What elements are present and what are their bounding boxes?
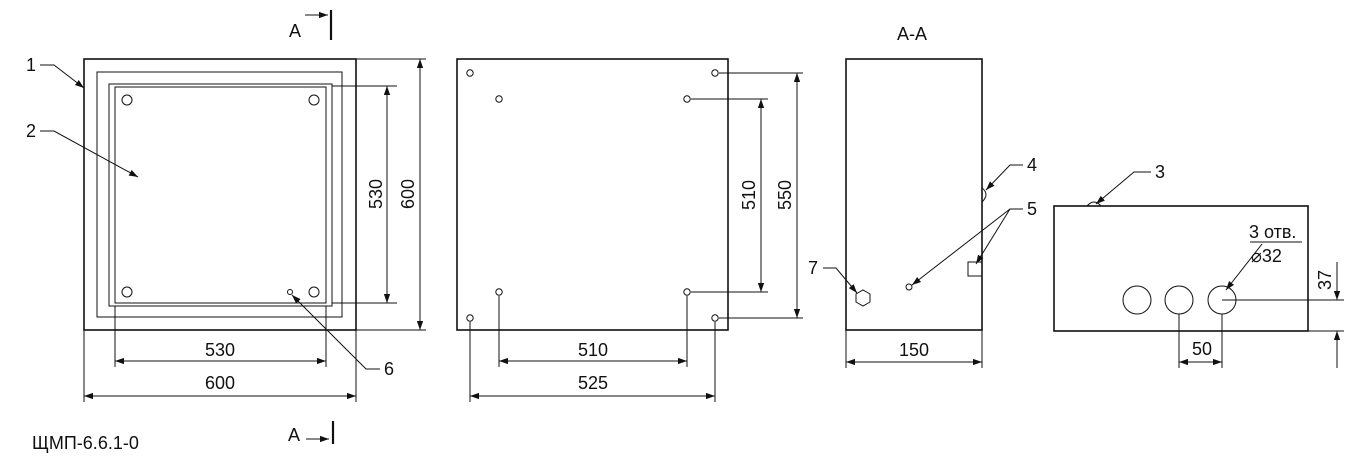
panel-hole — [308, 94, 320, 106]
back-enclosure-outline — [456, 58, 729, 331]
dim-front-inner-height: 530 — [366, 179, 386, 209]
callout-7-label: 7 — [808, 258, 818, 278]
section-mark-bottom-label: А — [288, 425, 300, 445]
back-hole — [495, 95, 503, 103]
back-hole — [683, 288, 691, 296]
section-mark-top-label: А — [289, 21, 301, 41]
callout-6-label: 6 — [384, 359, 394, 379]
lock-shape — [967, 261, 983, 277]
hole-diameter: ⌀32 — [1251, 246, 1282, 266]
cable-hole — [1164, 285, 1194, 315]
front-enclosure-outline — [83, 58, 357, 331]
back-hole — [683, 95, 691, 103]
back-hole — [466, 69, 474, 77]
dim-back-inner-width: 510 — [578, 340, 608, 360]
front-door-frame — [96, 71, 343, 318]
ground-nut-hex — [855, 289, 871, 307]
section-mark-top: А — [289, 10, 333, 41]
hinge-shape — [981, 187, 987, 203]
side-enclosure-outline — [845, 58, 983, 331]
panel-hole — [121, 286, 133, 298]
dim-hole-spacing: 50 — [1192, 339, 1212, 359]
callout-5-leader-b — [975, 208, 1011, 265]
dim-front-outer-width: 600 — [205, 373, 235, 393]
callout-2-label: 2 — [26, 121, 36, 141]
front-view: 1 2 6 530 600 530 600 — [26, 55, 426, 402]
callout-6-leader — [291, 294, 380, 370]
back-hole — [466, 314, 474, 322]
callout-1-leader — [40, 64, 85, 89]
back-view: 510 525 510 550 — [456, 58, 803, 402]
bottom-view: 3 3 отв. ⌀32 50 37 — [1053, 162, 1344, 368]
dim-back-outer-height: 550 — [775, 180, 795, 210]
screw-point — [287, 289, 293, 295]
bottom-enclosure-outline — [1053, 205, 1309, 332]
back-hole — [711, 314, 719, 322]
panel-hole — [308, 286, 320, 298]
callout-5-label: 5 — [1027, 199, 1037, 219]
dim-side-depth: 150 — [899, 340, 929, 360]
panel-hole — [121, 94, 133, 106]
front-inner-frame — [108, 83, 333, 307]
callout-3-label: 3 — [1155, 162, 1165, 182]
cable-hole — [1122, 285, 1152, 315]
side-point — [905, 283, 913, 291]
callout-3-leader — [1095, 171, 1151, 205]
callout-1-label: 1 — [26, 55, 36, 75]
gland-bump — [1086, 201, 1102, 207]
side-view: А-А 4 5 7 150 — [808, 24, 1037, 368]
front-mounting-panel — [114, 86, 327, 304]
back-hole — [495, 288, 503, 296]
dim-front-inner-width: 530 — [205, 340, 235, 360]
back-hole — [711, 69, 719, 77]
dim-back-outer-width: 525 — [578, 373, 608, 393]
section-title: А-А — [897, 24, 927, 44]
model-label: ЩМП-6.6.1-0 — [32, 433, 139, 453]
holes-note-leader — [1225, 243, 1263, 291]
callout-4-label: 4 — [1027, 155, 1037, 175]
dim-front-outer-height: 600 — [398, 179, 418, 209]
callout-7-leader — [823, 267, 858, 294]
section-mark-bottom: А — [288, 421, 335, 445]
callout-2-leader — [40, 130, 139, 178]
dim-back-inner-height: 510 — [739, 180, 759, 210]
dim-hole-offset: 37 — [1315, 270, 1335, 290]
holes-note: 3 отв. — [1249, 222, 1296, 242]
callout-4-leader — [985, 164, 1023, 191]
